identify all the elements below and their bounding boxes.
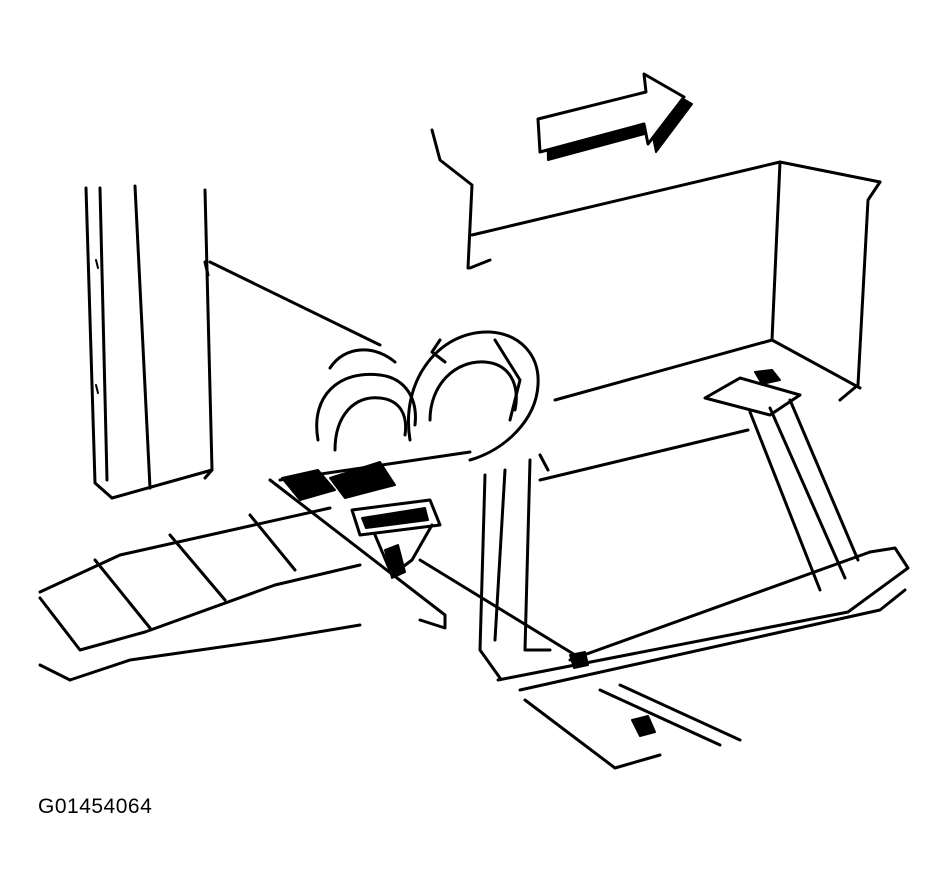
mounting-bracket <box>268 453 582 680</box>
direction-arrow-icon <box>536 72 693 161</box>
left-pillar-panel <box>84 184 214 500</box>
figure-code-label: G01454064 <box>38 795 153 818</box>
bumper-fascia <box>203 128 882 482</box>
frame-rail <box>496 369 910 770</box>
ground-lines <box>38 506 362 682</box>
horn-assembly <box>278 330 540 579</box>
